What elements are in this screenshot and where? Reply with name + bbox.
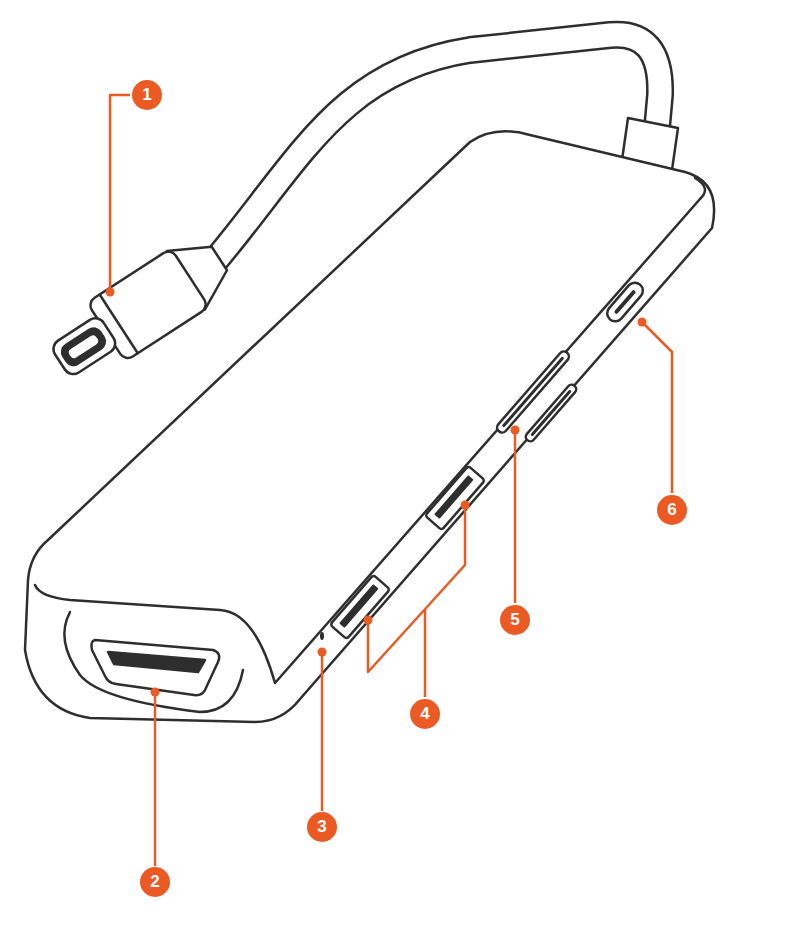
leader-line	[642, 322, 672, 493]
callout-number: 4	[410, 699, 440, 729]
leader-dot	[364, 616, 373, 625]
leader-dot	[461, 501, 470, 510]
leader-dot	[638, 318, 647, 327]
hdmi-surround	[64, 612, 243, 712]
leader-bracket	[368, 505, 465, 672]
usb-a-port	[330, 575, 390, 639]
leader-line	[154, 692, 157, 866]
leader-lines	[110, 95, 672, 866]
hub-edge	[35, 178, 705, 683]
usb-c-port	[604, 279, 646, 324]
callout-number: 5	[500, 605, 530, 635]
hub-body	[25, 131, 714, 722]
hdmi-pins	[108, 652, 205, 672]
callout-number: 1	[132, 80, 162, 110]
hdmi-port	[91, 640, 219, 695]
leader-dot	[318, 648, 327, 657]
mic-hole	[320, 632, 324, 640]
callout-number: 3	[307, 812, 337, 842]
leader-dot	[106, 288, 115, 297]
usb-c-plug	[41, 229, 238, 391]
leader-line	[110, 95, 130, 292]
leader-dots	[106, 288, 647, 697]
leader-line	[514, 430, 517, 603]
leader-dot	[151, 688, 160, 697]
leader-line	[424, 609, 427, 697]
sd-slot	[495, 349, 571, 434]
callout-number: 2	[140, 867, 170, 897]
callout-number: 6	[657, 495, 687, 525]
leader-line	[321, 652, 324, 811]
tf-slot	[524, 383, 578, 443]
usb-a-port	[425, 466, 485, 530]
leader-dot	[511, 426, 520, 435]
